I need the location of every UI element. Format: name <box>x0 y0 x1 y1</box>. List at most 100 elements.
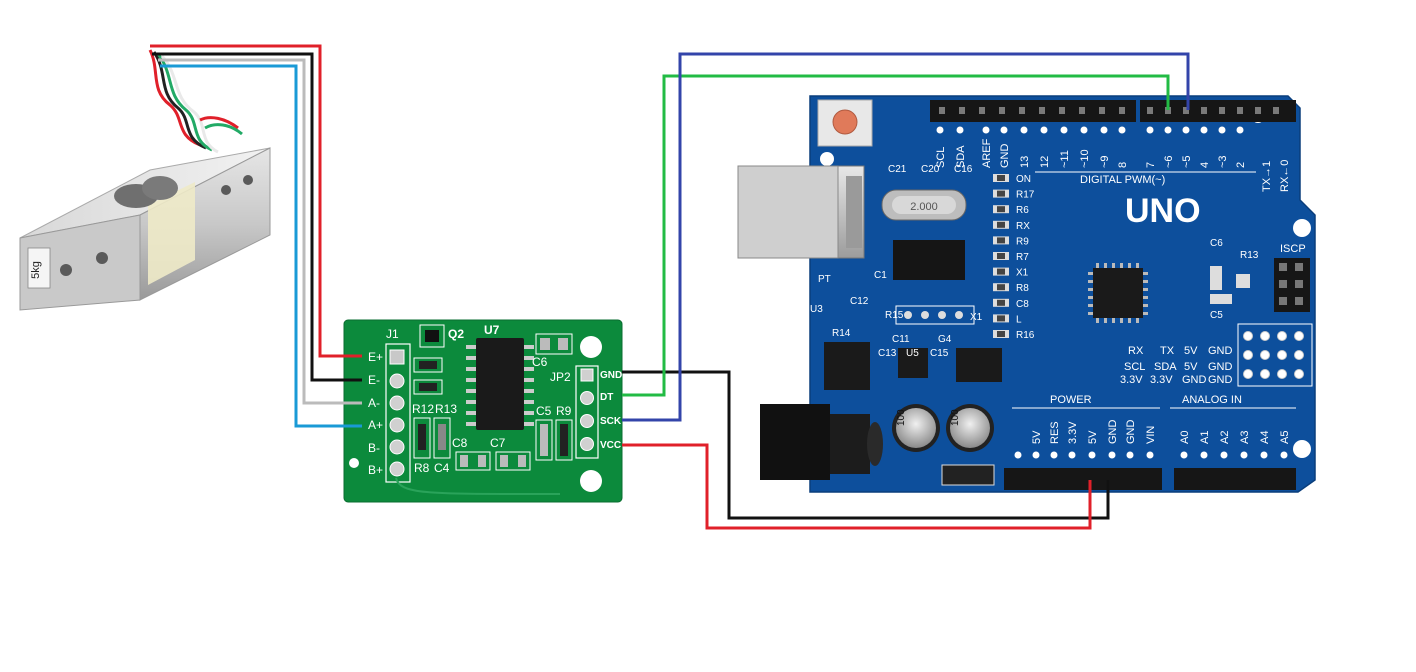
load-cell: 5kg <box>19 49 271 311</box>
smd-part-body <box>997 175 1005 181</box>
header-pin-icon <box>1099 107 1105 114</box>
rx-label: RX←0 <box>1279 160 1291 192</box>
pin-hole-icon <box>1182 126 1190 134</box>
q2-label: Q2 <box>448 327 464 341</box>
pad-hole-icon <box>1277 350 1287 360</box>
header-pin-icon <box>1119 107 1125 114</box>
wire-black-gnd <box>622 370 1110 520</box>
pin-label-a-minus: A- <box>368 396 380 410</box>
load-cell-hole-icon <box>221 185 231 195</box>
top-pin-label: 2 <box>1235 162 1247 168</box>
pin-hole-icon <box>1014 451 1022 459</box>
header-pin-icon <box>979 107 985 114</box>
c7-label: C7 <box>490 436 506 450</box>
side-label: R6 <box>1016 205 1029 216</box>
wire-red-e-plus <box>150 44 362 358</box>
pin-hole-icon <box>1020 126 1028 134</box>
analog-in-label: ANALOG IN <box>1182 394 1242 406</box>
pin-hole-icon <box>1164 126 1172 134</box>
load-cell-cable <box>148 49 243 154</box>
power-pin-label: 3.3V <box>1067 421 1079 444</box>
top-pin-label: ~9 <box>1099 155 1111 168</box>
pin-hole-icon <box>1146 126 1154 134</box>
power-header <box>1004 468 1162 490</box>
pin-label-b-plus: B+ <box>368 463 383 477</box>
pin-hole-icon <box>956 126 964 134</box>
usb-b-connector[interactable] <box>737 165 865 259</box>
uart-gnd: GND <box>1208 345 1233 357</box>
silk-u5: U5 <box>906 348 919 359</box>
header-pin-icon <box>1273 107 1279 114</box>
analog-pin-label: A5 <box>1279 431 1291 444</box>
digital-pwm-label: DIGITAL PWM(~) <box>1080 174 1165 186</box>
side-label: R17 <box>1016 190 1035 201</box>
i2c-scl: SCL <box>1124 361 1145 373</box>
power-pin-label: 5V <box>1087 430 1099 444</box>
u7-label: U7 <box>484 323 500 337</box>
pin-hole-icon <box>1118 126 1126 134</box>
pin-hole-icon <box>936 126 944 134</box>
top-pin-label: ~11 <box>1059 150 1071 168</box>
power-pin-label: VIN <box>1145 426 1157 444</box>
silk-c20: C20 <box>921 164 940 175</box>
pad-hole-icon <box>1260 331 1270 341</box>
top-pin-label: AREF <box>981 138 993 168</box>
r8-label: R8 <box>414 461 430 475</box>
mount-hole-icon <box>349 458 359 468</box>
c6-label: C6 <box>532 355 548 369</box>
smd-part-body <box>997 253 1005 259</box>
power-pin-label: GND <box>1125 420 1137 445</box>
pin-hole-icon <box>1080 126 1088 134</box>
side-label: RX <box>1016 221 1030 232</box>
header-pin-icon <box>939 107 945 114</box>
power-pin-label: RES <box>1049 421 1061 444</box>
hx711-left-pads <box>389 349 405 477</box>
silk-c15: C15 <box>930 348 949 359</box>
pad-hole-icon <box>1260 369 1270 379</box>
wire-white-a-minus <box>158 58 362 405</box>
pin-hole-icon <box>1100 126 1108 134</box>
pad-grid <box>1243 331 1304 379</box>
pin-hole-icon <box>1108 451 1116 459</box>
i2c-sda: SDA <box>1154 361 1177 373</box>
pad-hole-icon <box>1277 331 1287 341</box>
side-label: R9 <box>1016 236 1029 247</box>
r13-label: R13 <box>435 402 457 416</box>
r12-label: R12 <box>412 402 434 416</box>
mount-hole-icon <box>580 336 602 358</box>
wire-black-e-minus <box>152 52 362 382</box>
header-pin-icon <box>1147 107 1153 114</box>
r9-label: R9 <box>556 404 572 418</box>
dc-power-jack[interactable] <box>760 404 883 480</box>
header-pin-icon <box>1237 107 1243 114</box>
usb-chip <box>893 240 965 280</box>
top-header-right <box>1140 100 1296 122</box>
top-pin-label: 7 <box>1145 162 1157 168</box>
silk-c13: C13 <box>878 348 897 359</box>
top-pin-label: 8 <box>1117 162 1129 168</box>
uart-rx: RX <box>1128 345 1144 357</box>
top-pin-label: 13 <box>1019 156 1031 168</box>
pad-hole-icon <box>1243 350 1253 360</box>
silk-r13: R13 <box>1240 250 1259 261</box>
pin-hole-icon <box>1040 126 1048 134</box>
i2c-gnd: GND <box>1208 361 1233 373</box>
c8-label: C8 <box>452 436 468 450</box>
side-label: L <box>1016 314 1022 325</box>
pwr-33v-b: 3.3V <box>1150 374 1173 386</box>
j1-label: J1 <box>386 327 399 341</box>
smd-part-body <box>997 299 1005 306</box>
uart-5v: 5V <box>1184 345 1198 357</box>
pad-hole-icon <box>1294 350 1304 360</box>
top-pin-dots <box>936 107 1279 134</box>
top-pin-label: ~5 <box>1181 155 1193 168</box>
pin-hole-icon <box>1146 451 1154 459</box>
pin-label-sck: SCK <box>600 416 622 427</box>
side-label: R8 <box>1016 283 1029 294</box>
pin-label-e-plus: E+ <box>368 350 383 364</box>
c5-label: C5 <box>536 404 552 418</box>
header-pin-icon <box>1019 107 1025 114</box>
